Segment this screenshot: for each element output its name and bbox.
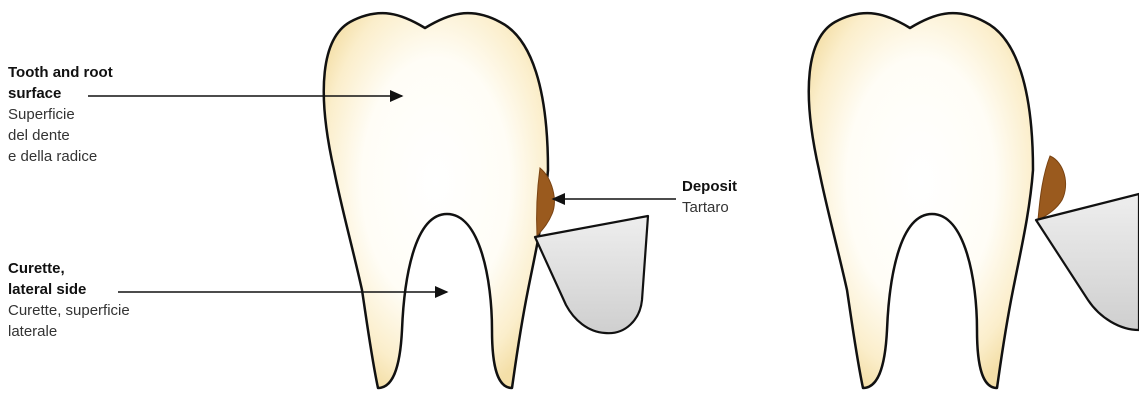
curette-right — [1036, 194, 1139, 330]
deposit-left — [537, 168, 555, 236]
label-tooth-it-3: e della radice — [8, 146, 148, 167]
label-tooth-it-2: del dente — [8, 125, 148, 146]
label-tooth-it-1: Superficie — [8, 104, 148, 125]
tooth-left — [324, 13, 548, 388]
label-tooth-root-surface: Tooth and root surface Superficie del de… — [8, 62, 148, 167]
label-curette-en-2: lateral side — [8, 279, 178, 300]
label-deposit: Deposit Tartaro — [682, 176, 772, 218]
curette-left — [535, 216, 648, 333]
label-curette-en-1: Curette, — [8, 258, 178, 279]
label-deposit-it: Tartaro — [682, 197, 772, 218]
label-curette-lateral-side: Curette, lateral side Curette, superfici… — [8, 258, 178, 342]
label-tooth-en-2: surface — [8, 83, 148, 104]
label-curette-it-1: Curette, superficie — [8, 300, 178, 321]
tooth-right — [809, 13, 1033, 388]
label-curette-it-2: laterale — [8, 321, 178, 342]
deposit-right — [1038, 156, 1066, 220]
label-deposit-en: Deposit — [682, 176, 772, 197]
label-tooth-en-1: Tooth and root — [8, 62, 148, 83]
